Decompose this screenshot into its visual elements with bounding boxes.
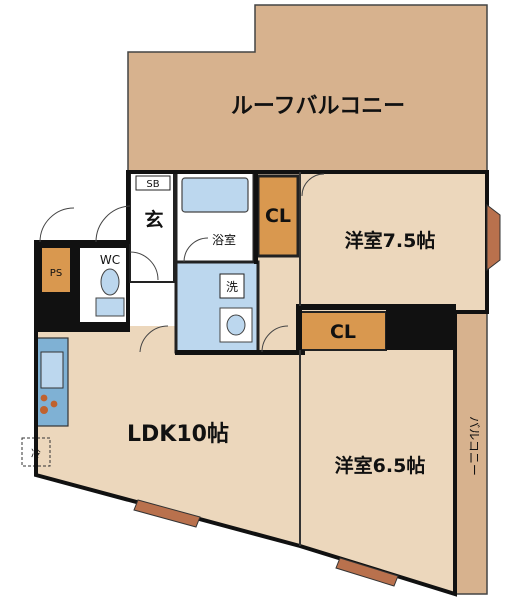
kitchen-sink <box>40 351 64 389</box>
shoe-box <box>135 175 171 191</box>
label-fridge: 冷 <box>31 447 41 460</box>
bay-window-east <box>486 203 501 272</box>
wall-partition-vertical <box>296 306 302 350</box>
wall-partition-horizontal <box>296 304 456 310</box>
window-ldk-south <box>133 499 201 528</box>
door-arc <box>261 325 289 353</box>
label-balcony: バルコニー <box>467 416 481 476</box>
toilet-bowl <box>100 268 120 296</box>
label-closet-1: CL <box>265 205 291 227</box>
door-arc <box>139 325 169 353</box>
label-western-room-2: 洋室6.5帖 <box>335 454 426 477</box>
wall-closet1-side <box>254 172 258 264</box>
door-arc <box>95 205 131 243</box>
door-arc <box>129 251 159 281</box>
label-toilet: WC <box>100 253 120 267</box>
toilet-tank <box>95 297 125 317</box>
door-arc <box>183 237 209 263</box>
label-bathroom: 浴室 <box>212 232 236 247</box>
pipe-space <box>42 248 70 292</box>
label-roof-balcony: ルーフバルコニー <box>231 94 405 119</box>
roof-balcony-area <box>127 4 488 173</box>
bathtub <box>181 177 249 213</box>
door-arc <box>39 207 75 243</box>
label-closet-2: CL <box>330 321 356 343</box>
washer-box <box>219 273 245 299</box>
stove-burner <box>40 406 48 414</box>
stove-burner <box>40 394 48 402</box>
door-arc <box>301 173 325 197</box>
label-washer: 洗 <box>226 280 238 294</box>
label-pipe-space: PS <box>50 268 62 279</box>
window-room2-south <box>335 557 399 587</box>
label-entrance: 玄 <box>144 208 163 231</box>
label-western-room-1: 洋室7.5帖 <box>345 229 436 252</box>
outer-wall <box>34 170 489 597</box>
label-shoe-box: SB <box>146 179 159 190</box>
washbasin-bowl <box>226 314 246 336</box>
label-ldk: LDK10帖 <box>127 422 229 447</box>
wall-service-lower <box>175 350 305 355</box>
wall-block-right <box>386 306 455 350</box>
stove-burner <box>50 400 58 408</box>
